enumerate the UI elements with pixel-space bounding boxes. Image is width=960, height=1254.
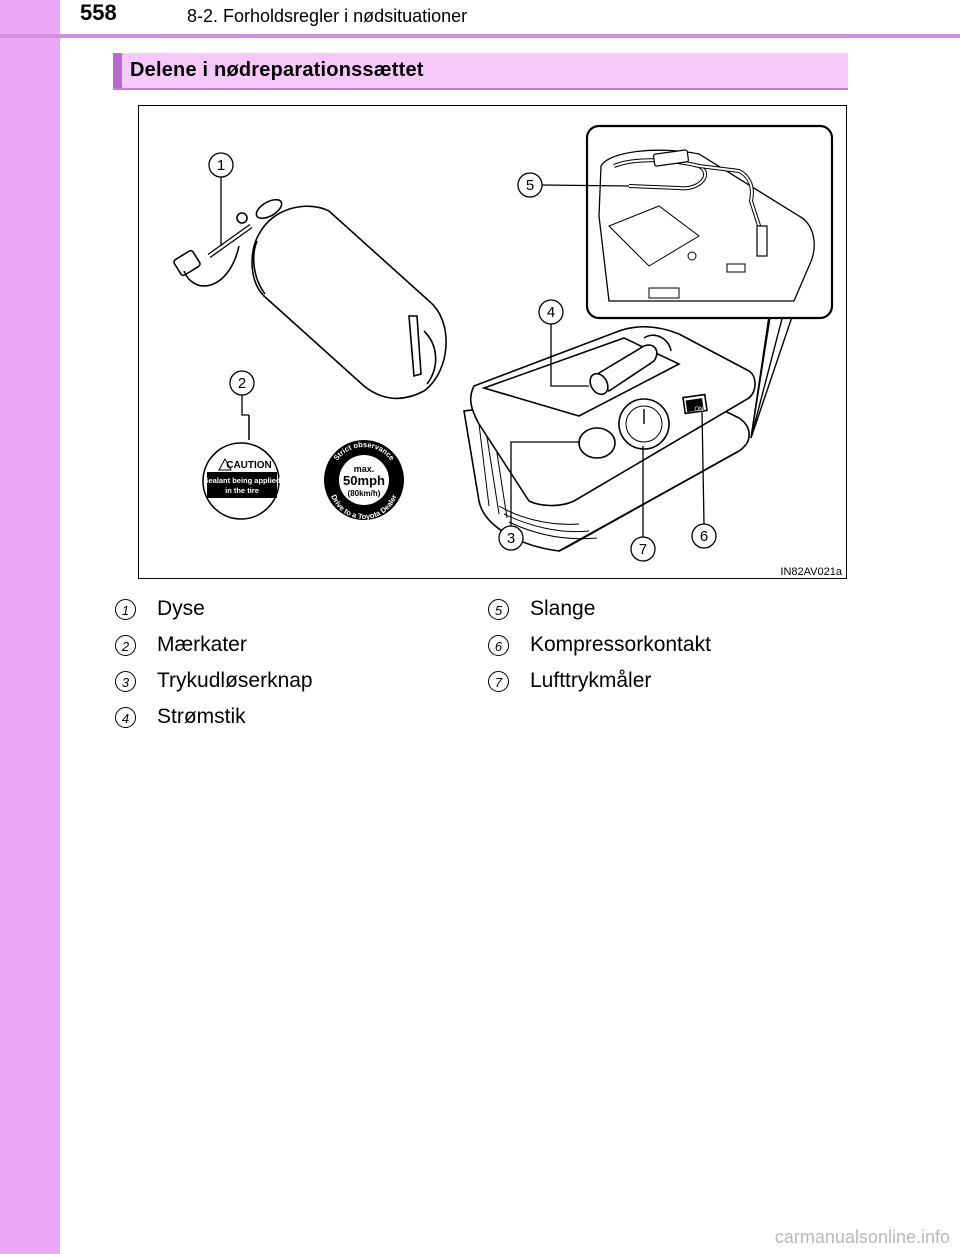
repair-kit-figure: 1 2 CAUTION Sealant being applied in the… <box>138 105 847 579</box>
compressor <box>463 325 756 552</box>
section-title: Delene i nødreparationssættet <box>130 59 424 81</box>
legend-label: Lufttrykmåler <box>530 669 652 692</box>
sealant-bottle <box>173 198 447 400</box>
repair-kit-illustration: 1 2 CAUTION Sealant being applied in the… <box>173 124 843 578</box>
legend-label: Slange <box>530 597 596 620</box>
legend-item-pressure-gauge: 7 Lufttrykmåler <box>488 669 651 693</box>
callout-7: 7 <box>630 446 656 562</box>
figure-code: IN82AV021a <box>780 566 842 578</box>
side-tab <box>0 0 60 1254</box>
callout-4-label: 4 <box>547 304 555 321</box>
legend-item-hose: 5 Slange <box>488 597 595 621</box>
speed-max: max. <box>354 464 375 474</box>
legend-num: 7 <box>488 670 509 692</box>
caution-line-2: in the tire <box>225 486 259 495</box>
legend-num: 3 <box>115 670 136 692</box>
callout-3: 3 <box>498 441 579 551</box>
legend-item-compressor-switch: 6 Kompressorkontakt <box>488 633 711 657</box>
chapter-title: 8-2. Forholdsregler i nødsituationer <box>187 6 468 26</box>
legend-label: Kompressorkontakt <box>530 633 711 656</box>
legend-label: Dyse <box>157 597 205 620</box>
legend-num: 6 <box>488 634 509 656</box>
callout-5-label: 5 <box>526 177 534 194</box>
hose-compartment <box>585 124 834 439</box>
legend-label: Strømstik <box>157 705 246 728</box>
callout-2: 2 <box>229 370 255 440</box>
callout-3-label: 3 <box>507 530 515 547</box>
watermark: carmanualsonline.info <box>774 1227 950 1247</box>
legend-num: 2 <box>115 634 136 656</box>
page-number: 558 <box>80 0 117 25</box>
header-divider <box>0 34 960 38</box>
legend-item-pressure-release: 3 Trykudløserknap <box>115 669 313 693</box>
speed-kmh: (80km/h) <box>348 489 381 498</box>
section-header-bar <box>113 53 122 88</box>
speed-mph: 50mph <box>343 473 385 488</box>
callout-2-label: 2 <box>238 375 246 392</box>
speed-sticker: Strict observance Drive to a Toyota Deal… <box>324 440 404 521</box>
legend-num: 1 <box>115 598 136 620</box>
callout-6-label: 6 <box>700 528 708 545</box>
legend-num: 4 <box>115 706 136 728</box>
legend-label: Mærkater <box>157 633 247 656</box>
callout-7-label: 7 <box>639 541 647 558</box>
legend-item-nozzle: 1 Dyse <box>115 597 205 621</box>
caution-heading: CAUTION <box>226 460 272 471</box>
callout-4: 4 <box>538 299 589 387</box>
caution-line-1: Sealant being applied <box>203 476 281 485</box>
callout-5: 5 <box>517 172 630 198</box>
callout-6: 6 <box>691 410 717 549</box>
legend-num: 5 <box>488 598 509 620</box>
legend-label: Trykudløserknap <box>157 669 313 692</box>
section-header: Delene i nødreparationssættet <box>113 53 848 90</box>
legend-item-power-plug: 4 Strømstik <box>115 705 246 729</box>
caution-sticker: CAUTION Sealant being applied in the tir… <box>202 442 281 520</box>
callout-1: 1 <box>208 152 234 246</box>
callout-1-label: 1 <box>217 157 225 174</box>
legend-item-stickers: 2 Mærkater <box>115 633 247 657</box>
switch-on-label: ON <box>695 407 704 413</box>
